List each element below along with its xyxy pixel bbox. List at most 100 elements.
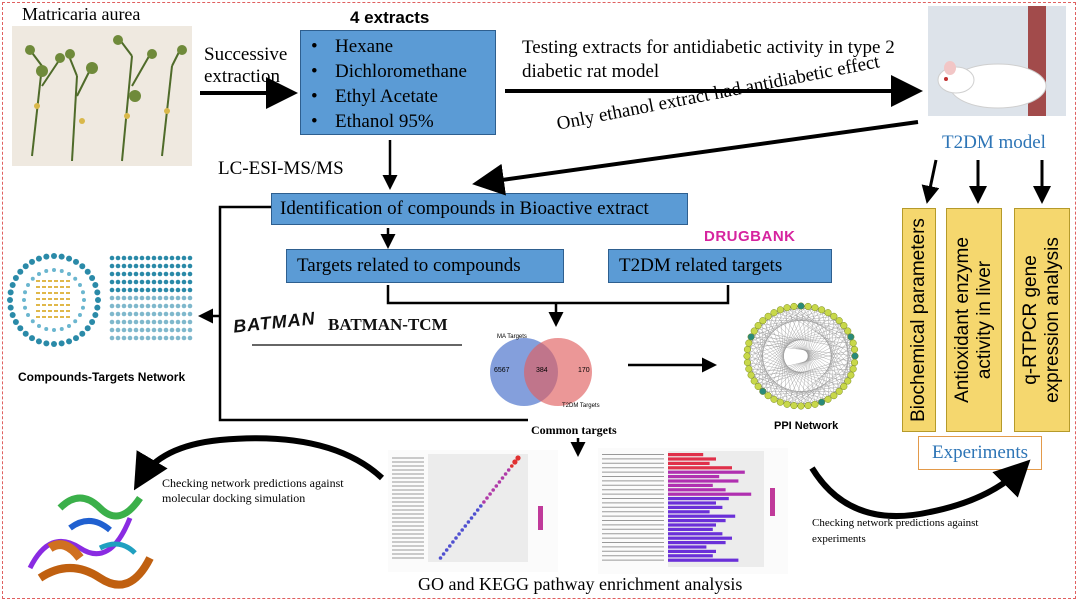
extract-item: Dichloromethane — [311, 59, 495, 84]
network-node — [84, 325, 91, 332]
targets-text: Targets related to compounds — [297, 255, 521, 276]
ppi-node — [804, 402, 812, 410]
network-node — [163, 279, 169, 285]
network-node — [133, 255, 139, 261]
network-node — [121, 263, 127, 269]
barplot-bar — [668, 461, 710, 465]
common-targets-label: Common targets — [531, 423, 617, 437]
network-node — [157, 279, 163, 285]
network-node — [79, 330, 86, 337]
network-node — [169, 263, 175, 269]
network-node — [175, 327, 181, 333]
ppi-edge — [833, 316, 855, 363]
network-node — [37, 272, 41, 277]
ppi-node — [745, 339, 753, 347]
ppi-node — [847, 371, 855, 379]
network-node — [36, 286, 40, 288]
network-node — [66, 304, 70, 306]
dotplot-dot — [500, 476, 505, 480]
ppi-edge — [843, 336, 852, 387]
network-node — [66, 292, 70, 294]
network-node — [121, 311, 127, 317]
network-node — [151, 255, 157, 261]
dotplot-panel — [428, 454, 528, 562]
network-node — [127, 303, 133, 309]
network-node — [60, 298, 64, 300]
experiment-text-biochemical: Biochemical parameters — [908, 218, 929, 422]
compounds-network-label: Compounds-Targets Network — [18, 370, 186, 384]
barplot-bar — [668, 545, 707, 549]
barplot-bar — [668, 505, 723, 509]
network-node — [109, 303, 115, 309]
network-node — [54, 280, 58, 282]
barplot-bar — [668, 554, 713, 558]
network-node — [169, 295, 175, 301]
network-node — [54, 316, 58, 318]
network-node — [36, 316, 40, 318]
network-node — [115, 271, 121, 277]
dotplot-dot — [494, 484, 499, 488]
ppi-node — [759, 317, 767, 325]
network-node — [35, 338, 42, 345]
dotplot-dot — [466, 520, 471, 524]
network-node — [151, 327, 157, 333]
dotplot-dot — [441, 552, 446, 556]
network-node — [163, 303, 169, 309]
network-node — [36, 304, 40, 306]
ppi-node — [745, 365, 753, 373]
ppi-node — [783, 304, 791, 312]
network-node — [169, 319, 175, 325]
network-node — [17, 325, 24, 332]
barplot-bar — [668, 558, 739, 562]
network-node — [36, 280, 40, 282]
barplot-bar — [668, 470, 745, 474]
barplot-bar — [668, 457, 716, 461]
dotplot-legend — [538, 506, 543, 530]
ppi-node — [743, 352, 751, 360]
network-node — [151, 287, 157, 293]
ppi-node — [824, 309, 832, 317]
network-node — [127, 327, 133, 333]
network-node — [175, 311, 181, 317]
identification-box: Identification of compounds in Bioactive… — [271, 193, 688, 225]
network-node — [42, 310, 46, 312]
extract-item: Ethanol 95% — [311, 109, 495, 134]
network-node — [187, 295, 193, 301]
network-node — [44, 326, 49, 331]
network-node — [115, 303, 121, 309]
targets-box: Targets related to compounds — [286, 249, 564, 283]
network-node — [115, 263, 121, 269]
experiment-box-antioxidant: Antioxidant enzyme activity in liver — [946, 208, 1002, 432]
plant-title: Matricaria aurea — [22, 4, 141, 24]
ppi-edge — [807, 330, 848, 406]
barplot-legend — [770, 488, 775, 516]
barplot-bar — [668, 483, 713, 487]
network-node — [139, 311, 145, 317]
protein-illustration — [27, 494, 154, 589]
network-node — [133, 287, 139, 293]
ppi-node — [764, 312, 772, 320]
network-node — [36, 310, 40, 312]
network-node — [151, 263, 157, 269]
network-node — [29, 258, 35, 265]
network-node — [151, 311, 157, 317]
ppi-node — [750, 377, 758, 385]
network-node — [157, 327, 163, 333]
network-node — [109, 311, 115, 317]
network-node — [42, 316, 46, 318]
ppi-edge — [786, 349, 855, 405]
network-node — [60, 280, 64, 282]
network-node — [139, 303, 145, 309]
network-node — [163, 287, 169, 293]
ppi-node — [850, 345, 859, 354]
ppi-node — [804, 302, 812, 310]
network-node — [66, 280, 70, 282]
network-node — [80, 290, 85, 295]
network-node — [157, 295, 163, 301]
network-node — [133, 319, 139, 325]
network-node — [169, 327, 175, 333]
dotplot-dot — [506, 468, 511, 472]
lcms-label: LC-ESI-MS/MS — [218, 158, 344, 179]
barplot-bar — [668, 488, 726, 492]
